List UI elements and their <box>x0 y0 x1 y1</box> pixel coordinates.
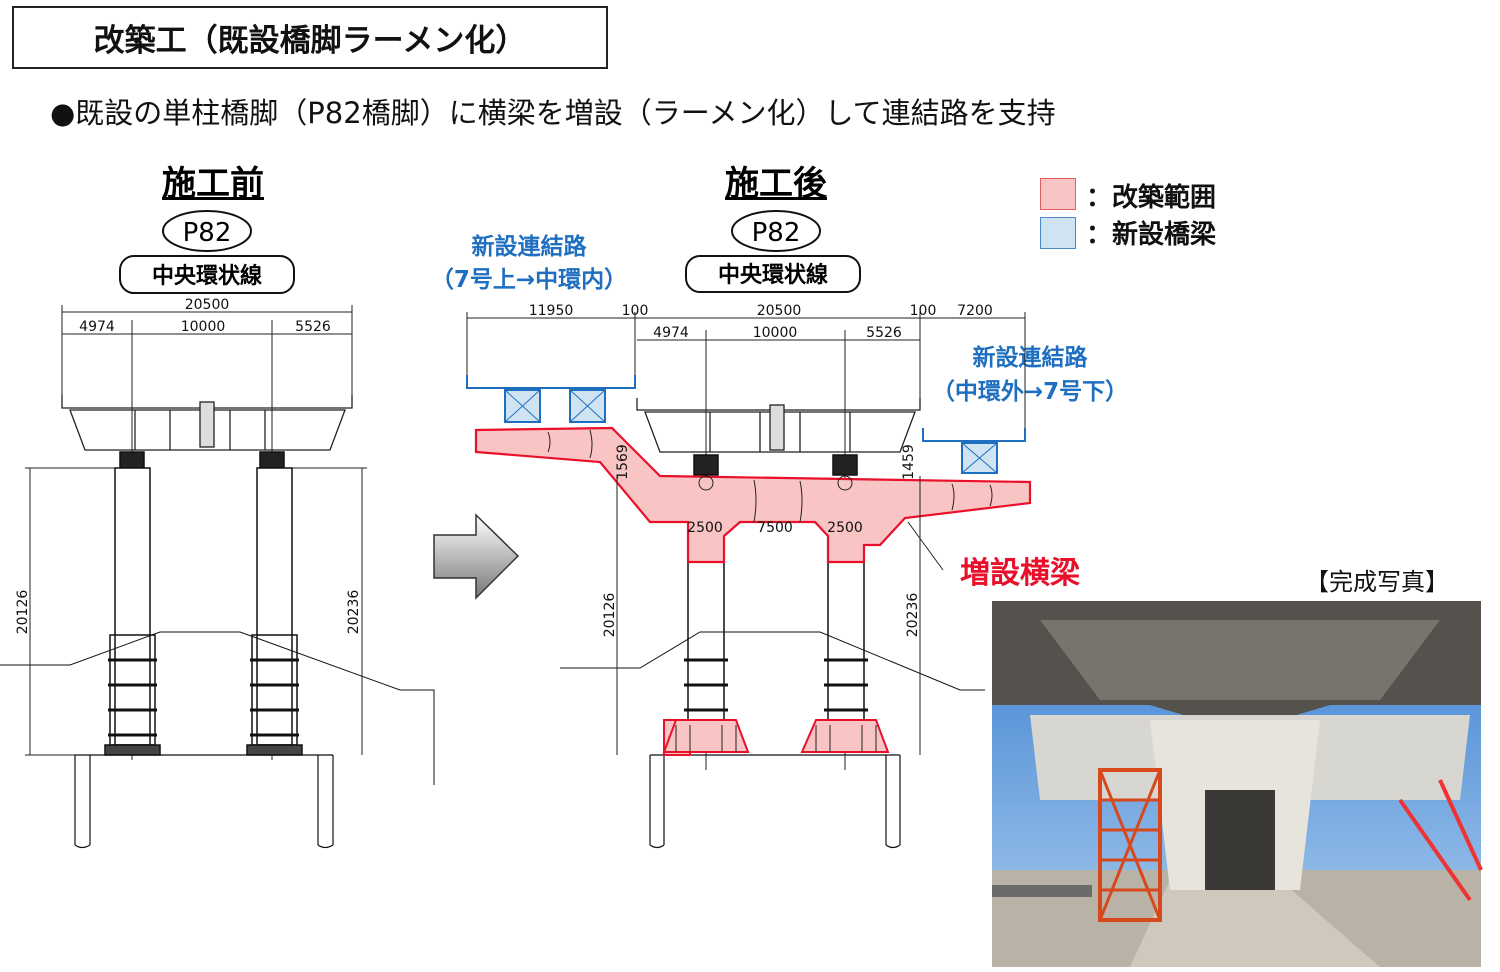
after-beam-dimensions: 1569 1459 2500 7500 2500 20126 20236 <box>602 444 944 755</box>
new-ramp-left-route: （7号上→中環内） <box>430 267 628 293</box>
page-title: 改築工（既設橋脚ラーメン化） <box>93 23 527 59</box>
after-existing-girder <box>636 330 921 770</box>
svg-text:20500: 20500 <box>185 297 230 313</box>
svg-text:2500: 2500 <box>827 520 863 536</box>
before-pier-label: P82 <box>162 210 252 252</box>
svg-text:4974: 4974 <box>653 325 689 341</box>
photo-caption: 【完成写真】 <box>1305 568 1449 596</box>
subtitle: ●既設の単柱橋脚（P82橋脚）に横梁を増設（ラーメン化）して連結路を支持 <box>50 96 1056 130</box>
svg-text:20236: 20236 <box>346 590 362 635</box>
before-dimensions: 20500 4974 10000 5526 20126 20236 <box>15 297 367 756</box>
svg-text:100: 100 <box>910 303 937 319</box>
after-pier-label: P82 <box>731 210 821 252</box>
svg-text:5526: 5526 <box>866 325 902 341</box>
arrow-icon <box>433 513 520 600</box>
svg-text:1569: 1569 <box>615 444 631 480</box>
svg-text:P82: P82 <box>183 218 232 248</box>
new-ramp-left-girder <box>466 375 636 423</box>
new-ramp-right-route: （中環外→7号下） <box>931 379 1129 405</box>
completion-photo <box>992 601 1483 967</box>
svg-text:2500: 2500 <box>687 520 723 536</box>
svg-text:10000: 10000 <box>753 325 798 341</box>
after-heading: 施工後 <box>725 164 827 204</box>
svg-text:中央環状線: 中央環状線 <box>718 262 828 288</box>
new-ramp-right-girder <box>922 428 1026 474</box>
legend-swatch-new-bridge <box>1040 217 1076 249</box>
after-dimensions: 11950 100 20500 100 7200 4974 10000 5526 <box>466 303 1026 435</box>
added-beam-label: 増設横梁 <box>960 556 1080 591</box>
before-piers <box>0 451 435 849</box>
title-box: 改築工（既設橋脚ラーメン化） <box>12 6 608 69</box>
svg-text:1459: 1459 <box>901 444 917 480</box>
new-ramp-right-title: 新設連結路 <box>972 345 1088 371</box>
svg-text:4974: 4974 <box>79 319 115 335</box>
svg-text:100: 100 <box>622 303 649 319</box>
svg-text:7500: 7500 <box>757 520 793 536</box>
svg-text:7200: 7200 <box>957 303 993 319</box>
before-heading: 施工前 <box>162 164 264 204</box>
before-line-label: 中央環状線 <box>119 255 295 294</box>
svg-text:20126: 20126 <box>602 593 618 638</box>
new-ramp-left-title: 新設連結路 <box>471 234 587 260</box>
svg-text:5526: 5526 <box>295 319 331 335</box>
legend-swatch-renovation <box>1040 178 1076 210</box>
svg-text:20500: 20500 <box>757 303 802 319</box>
svg-text:10000: 10000 <box>181 319 226 335</box>
legend-label-new-bridge: ：新設橋梁 <box>1086 220 1217 250</box>
before-girder <box>61 320 353 760</box>
svg-text:中央環状線: 中央環状線 <box>152 263 262 289</box>
svg-text:P82: P82 <box>752 218 801 248</box>
svg-text:20126: 20126 <box>15 590 31 635</box>
legend-label-renovation: ：改築範囲 <box>1086 183 1217 213</box>
svg-text:20236: 20236 <box>905 593 921 638</box>
after-line-label: 中央環状線 <box>685 255 861 293</box>
svg-text:11950: 11950 <box>529 303 574 319</box>
after-piers <box>560 454 985 849</box>
added-beam <box>474 426 1032 756</box>
